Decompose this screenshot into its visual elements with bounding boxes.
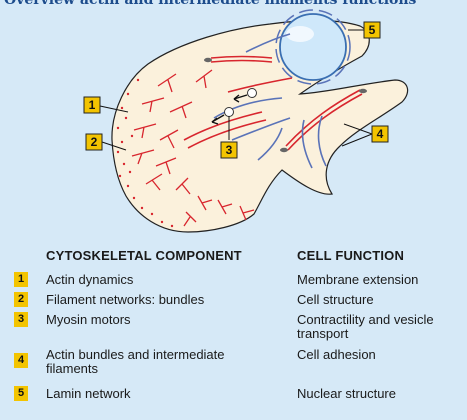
cell-diagram: 1 2 3 4 5 — [0, 0, 467, 245]
callout-3: 3 — [221, 142, 237, 158]
svg-text:3: 3 — [226, 143, 233, 157]
svg-text:5: 5 — [369, 23, 376, 37]
callout-4: 4 — [372, 126, 388, 142]
legend-row: 5 Lamin network Nuclear structure — [0, 386, 467, 420]
row-function: Cell adhesion — [297, 348, 465, 362]
row-component: Actin bundles and intermediate filaments — [46, 348, 246, 376]
row-component: Lamin network — [46, 387, 246, 401]
nucleus — [276, 10, 350, 84]
row-component: Filament networks: bundles — [46, 293, 246, 307]
row-number-badge: 4 — [14, 353, 28, 368]
row-function: Contractility and vesicle transport — [297, 313, 465, 341]
row-function: Cell structure — [297, 293, 465, 307]
function-column-header: CELL FUNCTION — [297, 248, 404, 263]
row-component: Actin dynamics — [46, 273, 246, 287]
row-number-badge: 1 — [14, 272, 28, 287]
svg-text:2: 2 — [91, 135, 98, 149]
legend-row: 3 Myosin motors Contractility and vesicl… — [0, 312, 467, 346]
callout-1: 1 — [84, 97, 100, 113]
component-column-header: CYTOSKELETAL COMPONENT — [46, 248, 242, 263]
legend-row: 4 Actin bundles and intermediate filamen… — [0, 348, 467, 382]
cell-body — [112, 21, 408, 233]
row-function: Nuclear structure — [297, 387, 465, 401]
row-function: Membrane extension — [297, 273, 465, 287]
row-component: Myosin motors — [46, 313, 246, 327]
callout-5: 5 — [364, 22, 380, 38]
svg-text:4: 4 — [377, 127, 384, 141]
svg-text:1: 1 — [89, 98, 96, 112]
row-number-badge: 3 — [14, 312, 28, 327]
row-number-badge: 2 — [14, 292, 28, 307]
callout-2: 2 — [86, 134, 102, 150]
row-number-badge: 5 — [14, 386, 28, 401]
